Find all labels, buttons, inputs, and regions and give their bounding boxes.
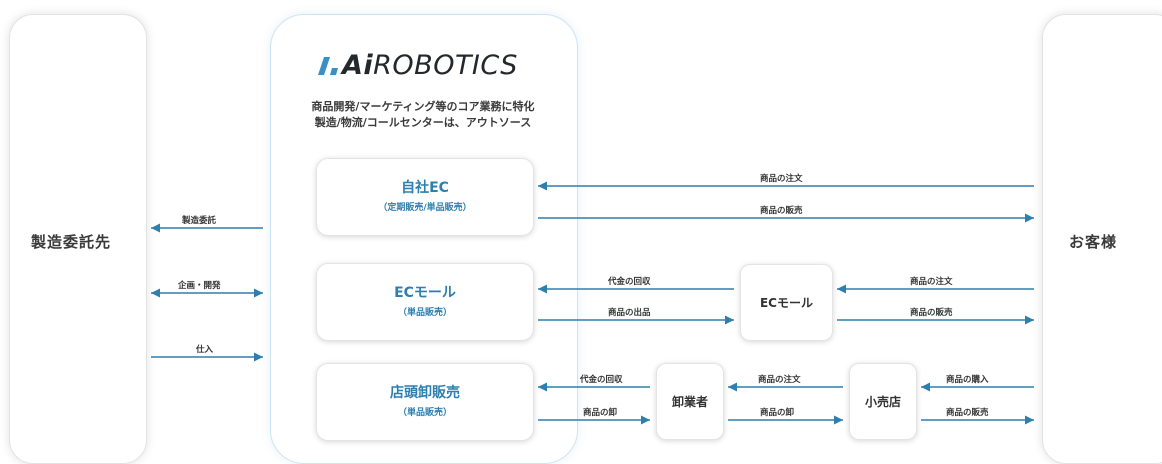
label-retail-purchase: 商品の購入 bbox=[946, 375, 989, 385]
channel-ec-mall: ECモール （単品販売） bbox=[316, 263, 534, 341]
manufacturer-title: 製造委託先 bbox=[31, 233, 112, 251]
label-wholesaler-order: 商品の注文 bbox=[758, 375, 801, 385]
channel-title: ECモール bbox=[394, 285, 456, 301]
tagline-outsource: 製造/物流/コールセンターは、アウトソース bbox=[314, 116, 532, 129]
brand-rest: ROBOTICS bbox=[373, 50, 518, 81]
channel-title: 自社EC bbox=[401, 180, 449, 196]
label-planning-development: 企画・開発 bbox=[178, 281, 221, 291]
label-ec-order: 商品の注文 bbox=[760, 174, 803, 184]
channel-subtitle: （単品販売） bbox=[397, 408, 452, 418]
channel-subtitle: （定期販売/単品販売） bbox=[378, 203, 472, 213]
wholesaler-node: 卸業者 bbox=[656, 363, 724, 440]
manufacturer-panel bbox=[9, 14, 147, 464]
channel-own-ec: 自社EC （定期販売/単品販売） bbox=[316, 158, 534, 236]
customer-panel bbox=[1042, 14, 1162, 464]
retailer-node: 小売店 bbox=[849, 363, 917, 440]
label-store-wholesale: 商品の卸 bbox=[583, 408, 618, 418]
brand-bold: Ai bbox=[342, 50, 374, 81]
label-ec-sale: 商品の販売 bbox=[760, 206, 803, 216]
label-mall-payment: 代金の回収 bbox=[608, 277, 651, 287]
ec-mall-node: ECモール bbox=[740, 264, 833, 341]
label-manufacturing-commission: 製造委託 bbox=[182, 216, 217, 226]
label-store-payment: 代金の回収 bbox=[580, 375, 623, 385]
channel-subtitle: （単品販売） bbox=[397, 308, 452, 318]
label-wholesaler-wholesale: 商品の卸 bbox=[760, 408, 795, 418]
slash-dot-logo-mark-icon bbox=[318, 57, 338, 75]
channel-store-wholesale: 店頭卸販売 （単品販売） bbox=[316, 363, 534, 441]
label-retail-sale: 商品の販売 bbox=[946, 408, 989, 418]
label-purchasing: 仕入 bbox=[196, 345, 214, 355]
label-mall-listing: 商品の出品 bbox=[608, 308, 651, 318]
customer-title: お客様 bbox=[1069, 233, 1118, 251]
label-mall-order: 商品の注文 bbox=[910, 277, 953, 287]
label-mall-sale: 商品の販売 bbox=[910, 308, 953, 318]
tagline-core: 商品開発/マーケティング等のコア業務に特化 bbox=[311, 100, 535, 113]
channel-title: 店頭卸販売 bbox=[390, 385, 460, 401]
